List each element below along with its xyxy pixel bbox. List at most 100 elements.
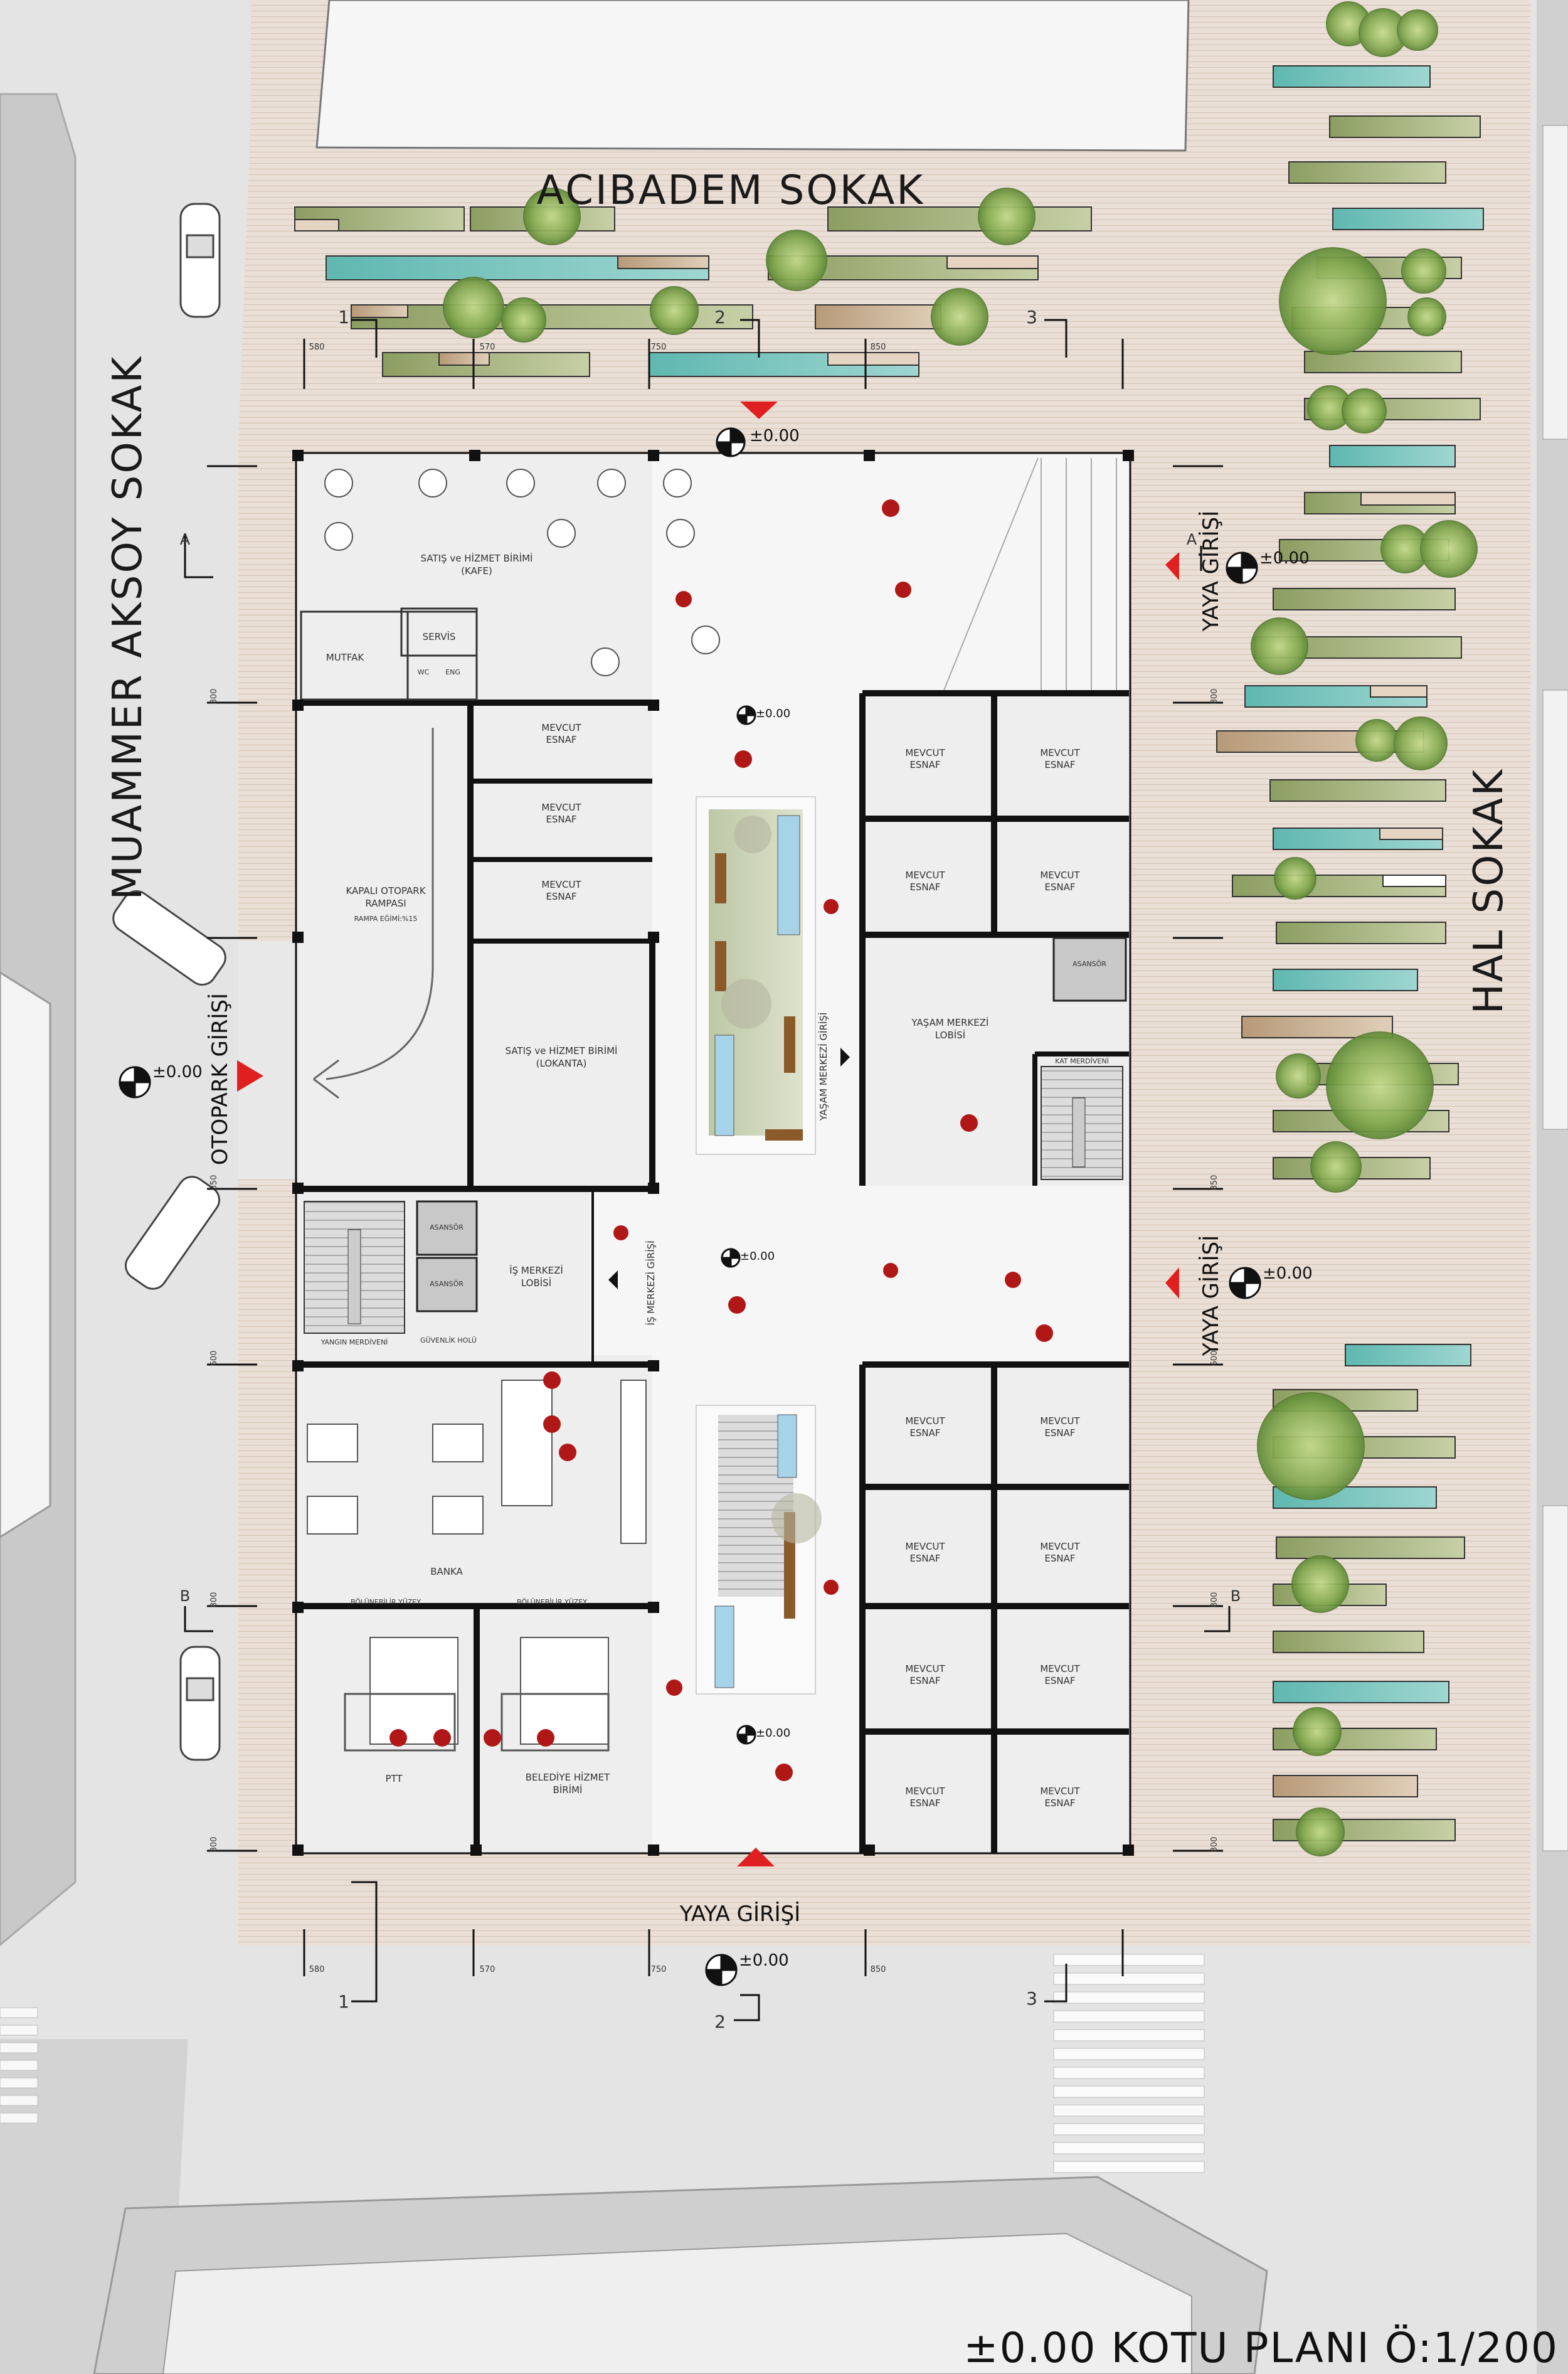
shop-e8-label-1: MEVCUT xyxy=(1040,1541,1080,1552)
zebra-crossing xyxy=(1053,1954,1205,2173)
wc-label: WC xyxy=(418,668,430,676)
shop-e7-label-1: MEVCUT xyxy=(905,1541,945,1552)
cafe-label-2: (KAFE) xyxy=(461,565,492,577)
elevator-icons xyxy=(416,937,1127,1312)
dim-bottom-850: 850 xyxy=(871,1965,886,1974)
elevator-label-1: ASANSÖR xyxy=(430,1223,464,1232)
courtyard-planter-south xyxy=(696,1405,822,1695)
ramp-label-1: KAPALI OTOPARK xyxy=(346,885,426,897)
living-center-entrance-label: YAŞAM MERKEZİ GİRİŞİ xyxy=(817,1013,829,1122)
dim-left-800-1: 800 xyxy=(209,689,219,705)
ptt-label: PTT xyxy=(385,1773,403,1784)
bank-desks xyxy=(307,1380,647,1745)
pedestrian-entrance-south-label: YAYA GİRİŞİ xyxy=(679,1902,801,1927)
shop-e1-label-1: MEVCUT xyxy=(905,747,945,759)
section-2-bottom: 2 xyxy=(714,2011,726,2032)
dim-bottom-570: 570 xyxy=(480,1965,495,1974)
shop-w2-label-1: MEVCUT xyxy=(541,802,581,813)
cafe-label-1: SATIŞ ve HİZMET BİRİMİ xyxy=(421,552,533,564)
dim-left-850: 850 xyxy=(209,1175,219,1191)
accessible-wc-label: ENG xyxy=(445,668,460,676)
kitchen-layout xyxy=(300,607,478,701)
shop-e4-label-1: MEVCUT xyxy=(1040,870,1080,881)
business-lobby-label-1: İŞ MERKEZİ xyxy=(509,1264,563,1276)
business-lobby-label-2: LOBİSİ xyxy=(521,1277,551,1289)
plan-title: ±0.00 KOTU PLANI Ö:1/200 xyxy=(963,2324,1559,2372)
floor-stairs-label: KAT MERDİVENİ xyxy=(1055,1057,1109,1065)
restaurant-label-1: SATIŞ ve HİZMET BİRİMİ xyxy=(506,1045,618,1057)
dim-left-800-3: 800 xyxy=(209,1837,219,1853)
dim-right-850: 850 xyxy=(1210,1175,1219,1191)
dim-top-570: 570 xyxy=(480,343,495,352)
shop-w1-label-2: ESNAF xyxy=(546,734,576,745)
business-center-entrance-label: İŞ MERKEZİ GİRİŞİ xyxy=(645,1240,657,1325)
shop-e2-label-2: ESNAF xyxy=(1044,759,1075,770)
shop-e11-label-2: ESNAF xyxy=(909,1797,940,1809)
living-lobby-label-1: YAŞAM MERKEZİ xyxy=(911,1016,989,1028)
section-1-bottom: 1 xyxy=(338,1991,349,2012)
level-courtyard-3: ±0.00 xyxy=(756,1727,790,1740)
cafe-tables xyxy=(324,469,720,676)
level-west: ±0.00 xyxy=(152,1063,203,1082)
section-b-east: B xyxy=(1231,1587,1241,1605)
dimension-lines xyxy=(207,339,1223,1976)
shop-e10-label-1: MEVCUT xyxy=(1040,1663,1080,1674)
shop-e9-label-2: ESNAF xyxy=(909,1675,940,1686)
restaurant-label-2: (LOKANTA) xyxy=(536,1058,587,1069)
dim-top-850: 850 xyxy=(871,343,886,352)
dim-bottom-580: 580 xyxy=(309,1965,325,1974)
street-name-west: MUAMMER AKSOY SOKAK xyxy=(105,355,151,900)
living-lobby-label-2: LOBİSİ xyxy=(935,1029,965,1041)
courtyard-planter-north xyxy=(696,796,816,1155)
shop-e7-label-2: ESNAF xyxy=(909,1553,940,1564)
shop-w3-label-2: ESNAF xyxy=(546,891,576,902)
dim-left-800-2: 800 xyxy=(209,1592,219,1608)
level-east-2: ±0.00 xyxy=(1263,1264,1313,1283)
dim-top-750: 750 xyxy=(651,343,667,352)
level-north: ±0.00 xyxy=(750,427,800,445)
dim-left-600: 600 xyxy=(209,1351,219,1366)
dim-top-580: 580 xyxy=(309,343,325,352)
elevator-label-east: ASANSÖR xyxy=(1073,960,1106,968)
elevator-label-2: ASANSÖR xyxy=(430,1280,464,1288)
shop-e6-label-1: MEVCUT xyxy=(1040,1415,1080,1427)
level-courtyard-2: ±0.00 xyxy=(740,1250,775,1263)
walls xyxy=(296,690,1129,1853)
shop-e12-label-1: MEVCUT xyxy=(1040,1786,1080,1797)
level-south: ±0.00 xyxy=(739,1951,789,1970)
shop-e1-label-2: ESNAF xyxy=(909,759,940,770)
ramp-label-3: RAMPA EĞİMİ:%15 xyxy=(354,915,418,923)
section-2-top: 2 xyxy=(714,307,726,327)
shop-e12-label-2: ESNAF xyxy=(1044,1797,1075,1809)
shop-w3-label-1: MEVCUT xyxy=(541,879,581,890)
level-courtyard-1: ±0.00 xyxy=(756,707,790,720)
people-figures xyxy=(389,499,1053,1781)
entrance-arrow-icons xyxy=(237,402,1179,1866)
door-arrow-icons xyxy=(608,1048,850,1289)
municipal-label-1: BELEDİYE HİZMET xyxy=(526,1771,610,1783)
counter-desks xyxy=(344,1693,610,1752)
divisible-surface-label-2: BÖLÜNEBİLİR YÜZEY xyxy=(517,1598,587,1606)
shop-e5-label-1: MEVCUT xyxy=(905,1415,945,1427)
car-icon xyxy=(112,203,226,1761)
section-a-west: A xyxy=(180,531,191,548)
section-3-bottom: 3 xyxy=(1026,1988,1037,2009)
shop-w1-label-1: MEVCUT xyxy=(541,722,581,733)
amphitheatre-steps xyxy=(943,457,1117,691)
pedestrian-entrance-east-1-label: YAYA GİRİŞİ xyxy=(1199,511,1224,632)
shop-e6-label-2: ESNAF xyxy=(1044,1427,1075,1439)
shop-e5-label-2: ESNAF xyxy=(909,1427,940,1439)
section-3-top: 3 xyxy=(1026,307,1037,327)
dim-right-600: 600 xyxy=(1210,1351,1219,1366)
level-east-1: ±0.00 xyxy=(1259,549,1310,568)
shop-e10-label-2: ESNAF xyxy=(1044,1675,1075,1686)
security-hall-label: GÜVENLİK HOLÜ xyxy=(420,1336,477,1344)
fire-stairs-label: YANGIN MERDİVENİ xyxy=(320,1338,388,1346)
columns xyxy=(292,450,1134,1856)
shop-e9-label-1: MEVCUT xyxy=(905,1663,945,1674)
shop-w2-label-2: ESNAF xyxy=(546,814,576,825)
dim-right-800-2: 800 xyxy=(1210,1592,1219,1608)
section-1-top: 1 xyxy=(338,307,349,327)
shop-e11-label-1: MEVCUT xyxy=(905,1786,945,1797)
